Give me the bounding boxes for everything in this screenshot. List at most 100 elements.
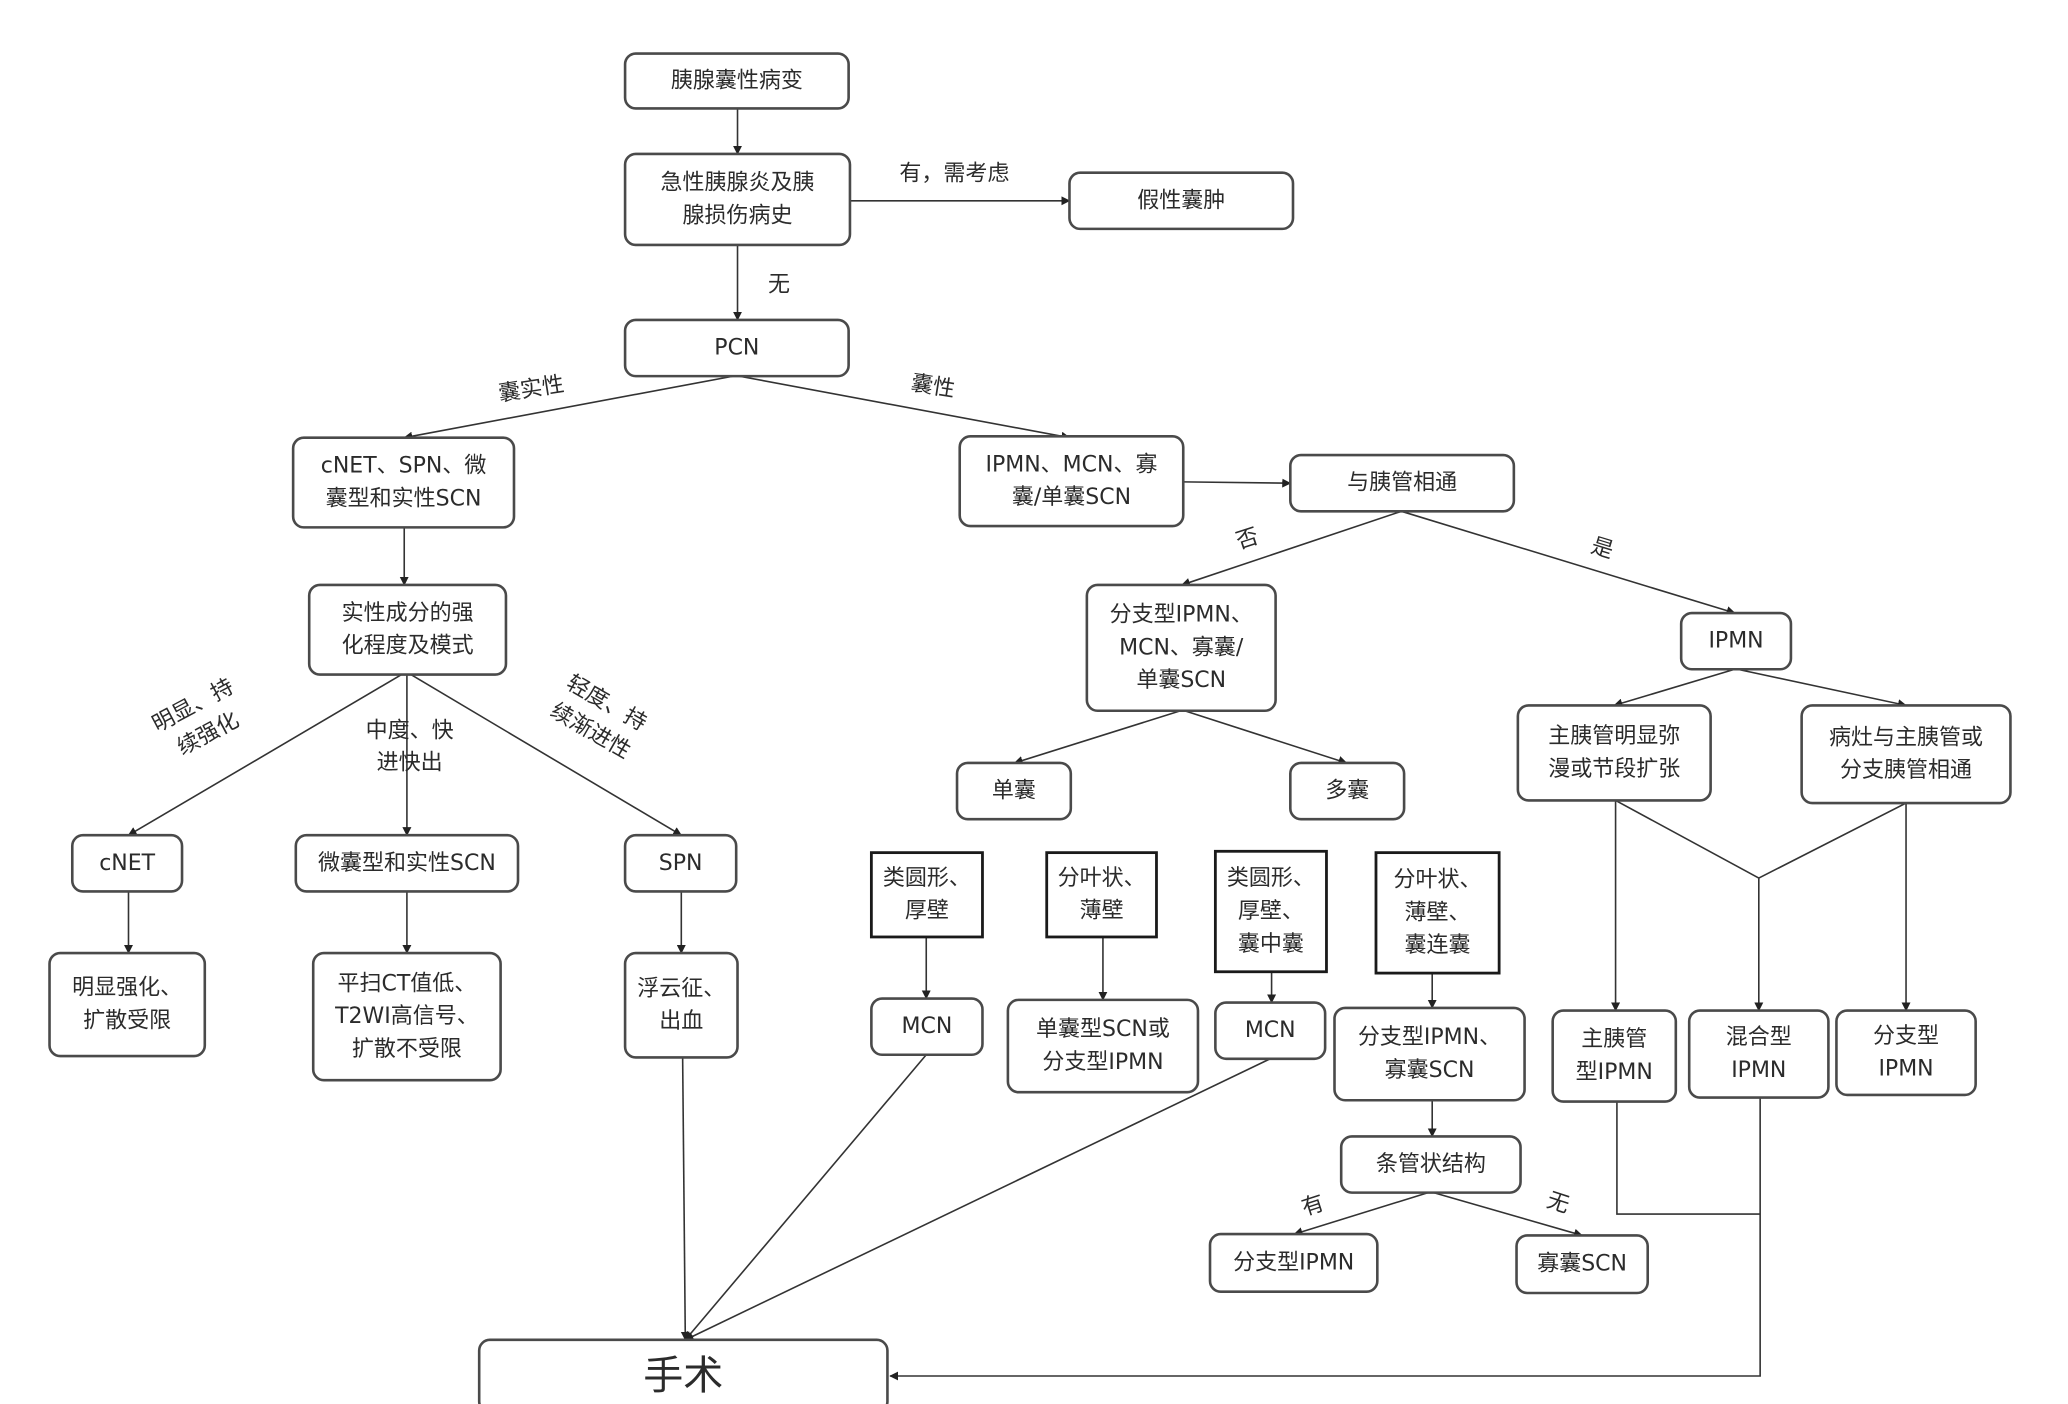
node-label: 假性囊肿 <box>1137 188 1225 213</box>
node-box <box>869 851 984 939</box>
node-label: 实性成分的强化程度及模式 <box>342 601 474 659</box>
node-box <box>955 761 1073 821</box>
node-box <box>623 318 850 378</box>
node-label: 病灶与主胰管或分支胰管相通 <box>1829 725 1983 783</box>
node-label: 主胰管型IPMN <box>1576 1027 1653 1085</box>
node-box <box>477 1338 889 1404</box>
edge-label-has: 有 <box>1299 1191 1328 1222</box>
node-label: 分支型IPMN <box>1233 1250 1354 1275</box>
node-solid-group: cNET、SPN、微囊型和实性SCN <box>291 436 516 529</box>
edge-label-mild-progressive: 轻度、持续渐进性 <box>546 671 651 764</box>
edge-label-no: 否 <box>1233 524 1262 555</box>
node-box <box>1213 849 1328 974</box>
node-label: IPMN、MCN、寡囊/单囊SCN <box>985 452 1157 510</box>
node-branch-group: 分支型IPMN、MCN、寡囊/单囊SCN <box>1085 583 1277 713</box>
node-box <box>623 52 850 110</box>
connector-4 <box>403 375 734 441</box>
node-box <box>1289 761 1406 821</box>
node-box <box>623 951 739 1059</box>
node-enhancement: 实性成分的强化程度及模式 <box>307 583 508 676</box>
node-box <box>48 951 207 1058</box>
node-label: 与胰管相通 <box>1347 471 1457 496</box>
node-label: 类圆形、厚壁 <box>883 866 971 924</box>
node-box <box>958 435 1185 528</box>
node-scn-feature: 平扫CT值低、T2WI高信号、扩散不受限 <box>311 951 502 1082</box>
edge-label-yes: 是 <box>1588 534 1616 564</box>
node-oligocystic-scn: 寡囊SCN <box>1515 1234 1650 1295</box>
node-micro-scn: 微囊型和实性SCN <box>294 833 520 893</box>
connector-10 <box>127 673 402 836</box>
connector-25 <box>1613 668 1735 708</box>
node-round-thick: 类圆形、厚壁 <box>869 851 984 939</box>
node-label: MCN <box>902 1014 953 1039</box>
node-box <box>1551 1009 1678 1103</box>
node-label: 急性胰腺炎及胰腺损伤病史 <box>661 171 815 229</box>
node-label: 微囊型和实性SCN <box>318 851 496 876</box>
node-box <box>1800 704 2012 805</box>
node-ipmn: IPMN <box>1679 611 1793 671</box>
node-branch-ipmn-final: 分支型IPMN <box>1208 1232 1379 1293</box>
node-label: 寡囊SCN <box>1537 1252 1627 1277</box>
node-spn: SPN <box>623 833 738 893</box>
node-mcn-1: MCN <box>870 997 984 1057</box>
node-label: 胰腺囊性病变 <box>671 68 803 93</box>
node-label: 明显强化、扩散受限 <box>72 976 182 1034</box>
node-box <box>307 583 508 676</box>
node-box <box>623 152 852 247</box>
node-box <box>1374 851 1501 975</box>
node-mcn-2: MCN <box>1214 1001 1327 1061</box>
node-round-thick-cyst: 类圆形、厚壁、囊中囊 <box>1213 849 1328 974</box>
node-box <box>1339 1135 1522 1194</box>
node-label: 多囊 <box>1325 779 1369 804</box>
connector-33 <box>889 1097 1761 1381</box>
node-label: 单囊型SCN或分支型IPMN <box>1036 1017 1170 1075</box>
node-label: IPMN <box>1708 629 1763 654</box>
node-box <box>1835 1009 1977 1097</box>
connector-12 <box>410 673 683 836</box>
node-cystic-group: IPMN、MCN、寡囊/单囊SCN <box>958 435 1185 528</box>
node-spn-feature: 浮云征、出血 <box>623 951 739 1059</box>
node-box <box>1679 611 1793 671</box>
connector-30 <box>1758 802 1907 879</box>
node-box <box>1085 583 1277 713</box>
node-box <box>1289 453 1516 513</box>
node-pcn: PCN <box>623 318 850 378</box>
node-label: 分叶状、薄壁 <box>1058 866 1146 924</box>
node-single-scn-or-ipmn: 单囊型SCN或分支型IPMN <box>1006 998 1200 1094</box>
node-box <box>870 997 984 1057</box>
node-pseudocyst: 假性囊肿 <box>1068 171 1295 231</box>
connector-29 <box>1615 799 1760 879</box>
connector-32 <box>1616 1101 1761 1215</box>
node-duct-communication: 与胰管相通 <box>1289 453 1516 513</box>
node-box <box>294 833 520 893</box>
node-pancreatic-cystic-lesion: 胰腺囊性病变 <box>623 52 850 110</box>
node-box <box>1208 1232 1379 1293</box>
node-label: SPN <box>659 851 703 876</box>
node-label: 分支型IPMN、寡囊SCN <box>1358 1025 1501 1083</box>
node-history: 急性胰腺炎及胰腺损伤病史 <box>623 152 852 247</box>
edge-label-moderate-fast: 中度、快进快出 <box>366 718 454 775</box>
node-box <box>291 436 516 529</box>
node-cnet: cNET <box>70 833 184 893</box>
connector-8 <box>1181 510 1402 587</box>
node-box <box>1068 171 1295 231</box>
node-label: 浮云征、出血 <box>637 976 725 1034</box>
edge-label-marked-persistent: 明显、持续强化 <box>149 674 254 766</box>
node-label: 主胰管明显弥漫或节段扩张 <box>1548 724 1680 782</box>
node-single-cyst: 单囊 <box>955 761 1073 821</box>
node-tubular-structure: 条管状结构 <box>1339 1135 1522 1194</box>
node-label: cNET <box>99 851 155 876</box>
node-branch-ipmn-scn: 分支型IPMN、寡囊SCN <box>1333 1006 1526 1102</box>
node-box <box>1045 851 1158 939</box>
edge-label-cystic: 囊性 <box>909 371 956 403</box>
node-box <box>1333 1006 1526 1102</box>
node-cnet-feature: 明显强化、扩散受限 <box>48 951 207 1058</box>
node-main-duct-ipmn: 主胰管型IPMN <box>1551 1009 1678 1103</box>
node-box <box>311 951 502 1082</box>
node-box <box>1516 704 1712 802</box>
edge-label-none-1: 无 <box>768 273 790 298</box>
node-label: MCN <box>1245 1018 1296 1043</box>
node-label: 类圆形、厚壁、囊中囊 <box>1227 866 1315 957</box>
